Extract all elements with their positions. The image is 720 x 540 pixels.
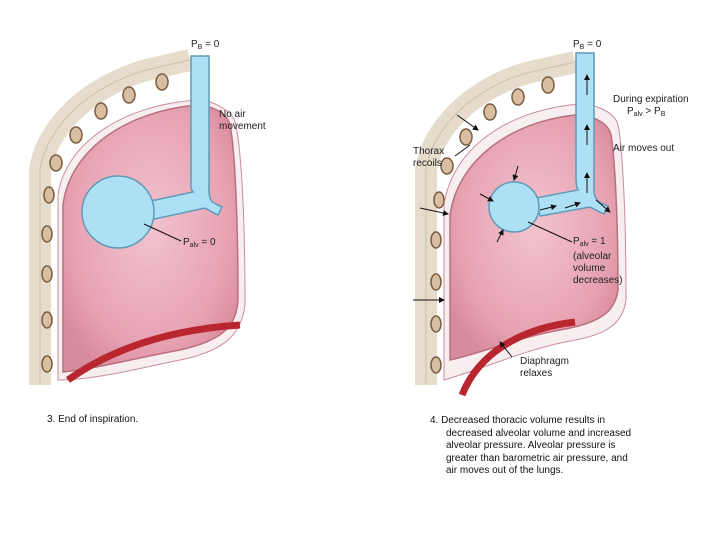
caption-left: 3. End of inspiration.: [47, 414, 139, 425]
thorax-recoils-label: Thorax recoils: [413, 146, 445, 169]
diaphragm-relaxes-label: Diaphragm relaxes: [520, 356, 569, 379]
airflow-arrows: [539, 74, 611, 213]
rib-row-left: [41, 73, 169, 373]
left-panel: [29, 49, 246, 385]
diaphragm-right: [458, 318, 576, 397]
rib-row-right: [430, 76, 555, 374]
pb-label-left: PB = 0: [191, 39, 220, 51]
caption-right: 4. Decreased thoracic volume results in …: [430, 415, 632, 476]
airway-right: [535, 52, 610, 217]
right-panel: [413, 51, 627, 397]
palv-label-right: Palv = 1 (alveolar volume decreases): [573, 236, 623, 286]
no-air-movement-label: No air movement: [219, 109, 266, 132]
alveolus-right: [488, 181, 540, 233]
airway-left: [145, 55, 224, 221]
alveolus-left: [81, 175, 155, 249]
air-moves-out-label: Air moves out: [613, 143, 675, 154]
diaphragm-left: [65, 321, 241, 383]
during-expiration-label: During expiration Palv > PB: [613, 94, 689, 118]
palv-label-left: Palv = 0: [183, 237, 216, 249]
pb-label-right: PB = 0: [573, 39, 602, 51]
compression-arrows: [413, 114, 519, 358]
